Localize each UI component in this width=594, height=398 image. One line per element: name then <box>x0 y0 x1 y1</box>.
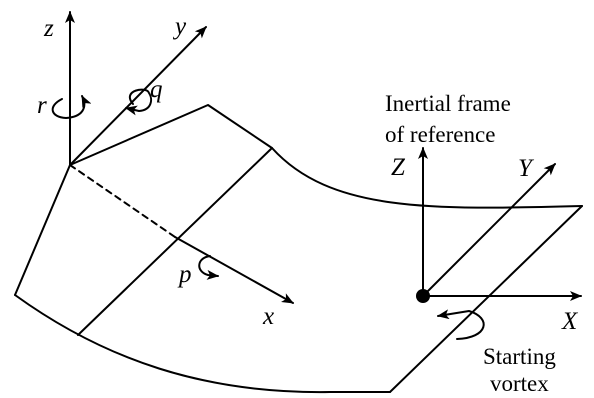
inertial-y-label: Y <box>518 155 535 182</box>
body-axes: x y z <box>43 11 294 330</box>
wing-hidden-edge <box>69 164 176 238</box>
body-x-label: x <box>262 303 274 330</box>
wing-surface <box>14 104 583 394</box>
wing-leading-edge <box>69 104 583 209</box>
inertial-z-label: Z <box>391 154 406 181</box>
inertial-frame: Inertial frame of reference X Y Z <box>385 91 582 335</box>
pitch-rotation-arrow <box>125 88 153 116</box>
wing-trailing-edge <box>14 294 391 394</box>
inertial-frame-caption-line2: of reference <box>385 122 495 147</box>
wing-tip-edge <box>389 205 583 393</box>
roll-rotation-arrow <box>198 255 219 280</box>
inertial-x-label: X <box>561 308 579 335</box>
rotation-rates: p q r <box>37 76 219 288</box>
vortex-rotation-arrow <box>437 309 485 340</box>
yaw-rotation-arrow <box>51 95 92 119</box>
yaw-rate-label: r <box>37 92 47 119</box>
vortex-caption-line1: Starting <box>483 344 556 369</box>
body-x-axis <box>174 236 294 304</box>
wing-root-chord-left <box>14 164 71 296</box>
wing-mid-chord-line <box>77 147 273 336</box>
body-y-axis <box>69 26 207 166</box>
inertial-frame-caption-line1: Inertial frame <box>385 91 511 116</box>
roll-rate-label: p <box>177 261 192 288</box>
body-y-label: y <box>172 13 187 40</box>
pitch-rate-label: q <box>150 76 163 103</box>
inertial-origin-dot <box>416 289 430 303</box>
body-z-label: z <box>43 15 54 42</box>
vortex-caption-line2: vortex <box>490 371 549 396</box>
inertial-y-axis <box>422 163 556 297</box>
starting-vortex: Starting vortex <box>437 309 556 396</box>
